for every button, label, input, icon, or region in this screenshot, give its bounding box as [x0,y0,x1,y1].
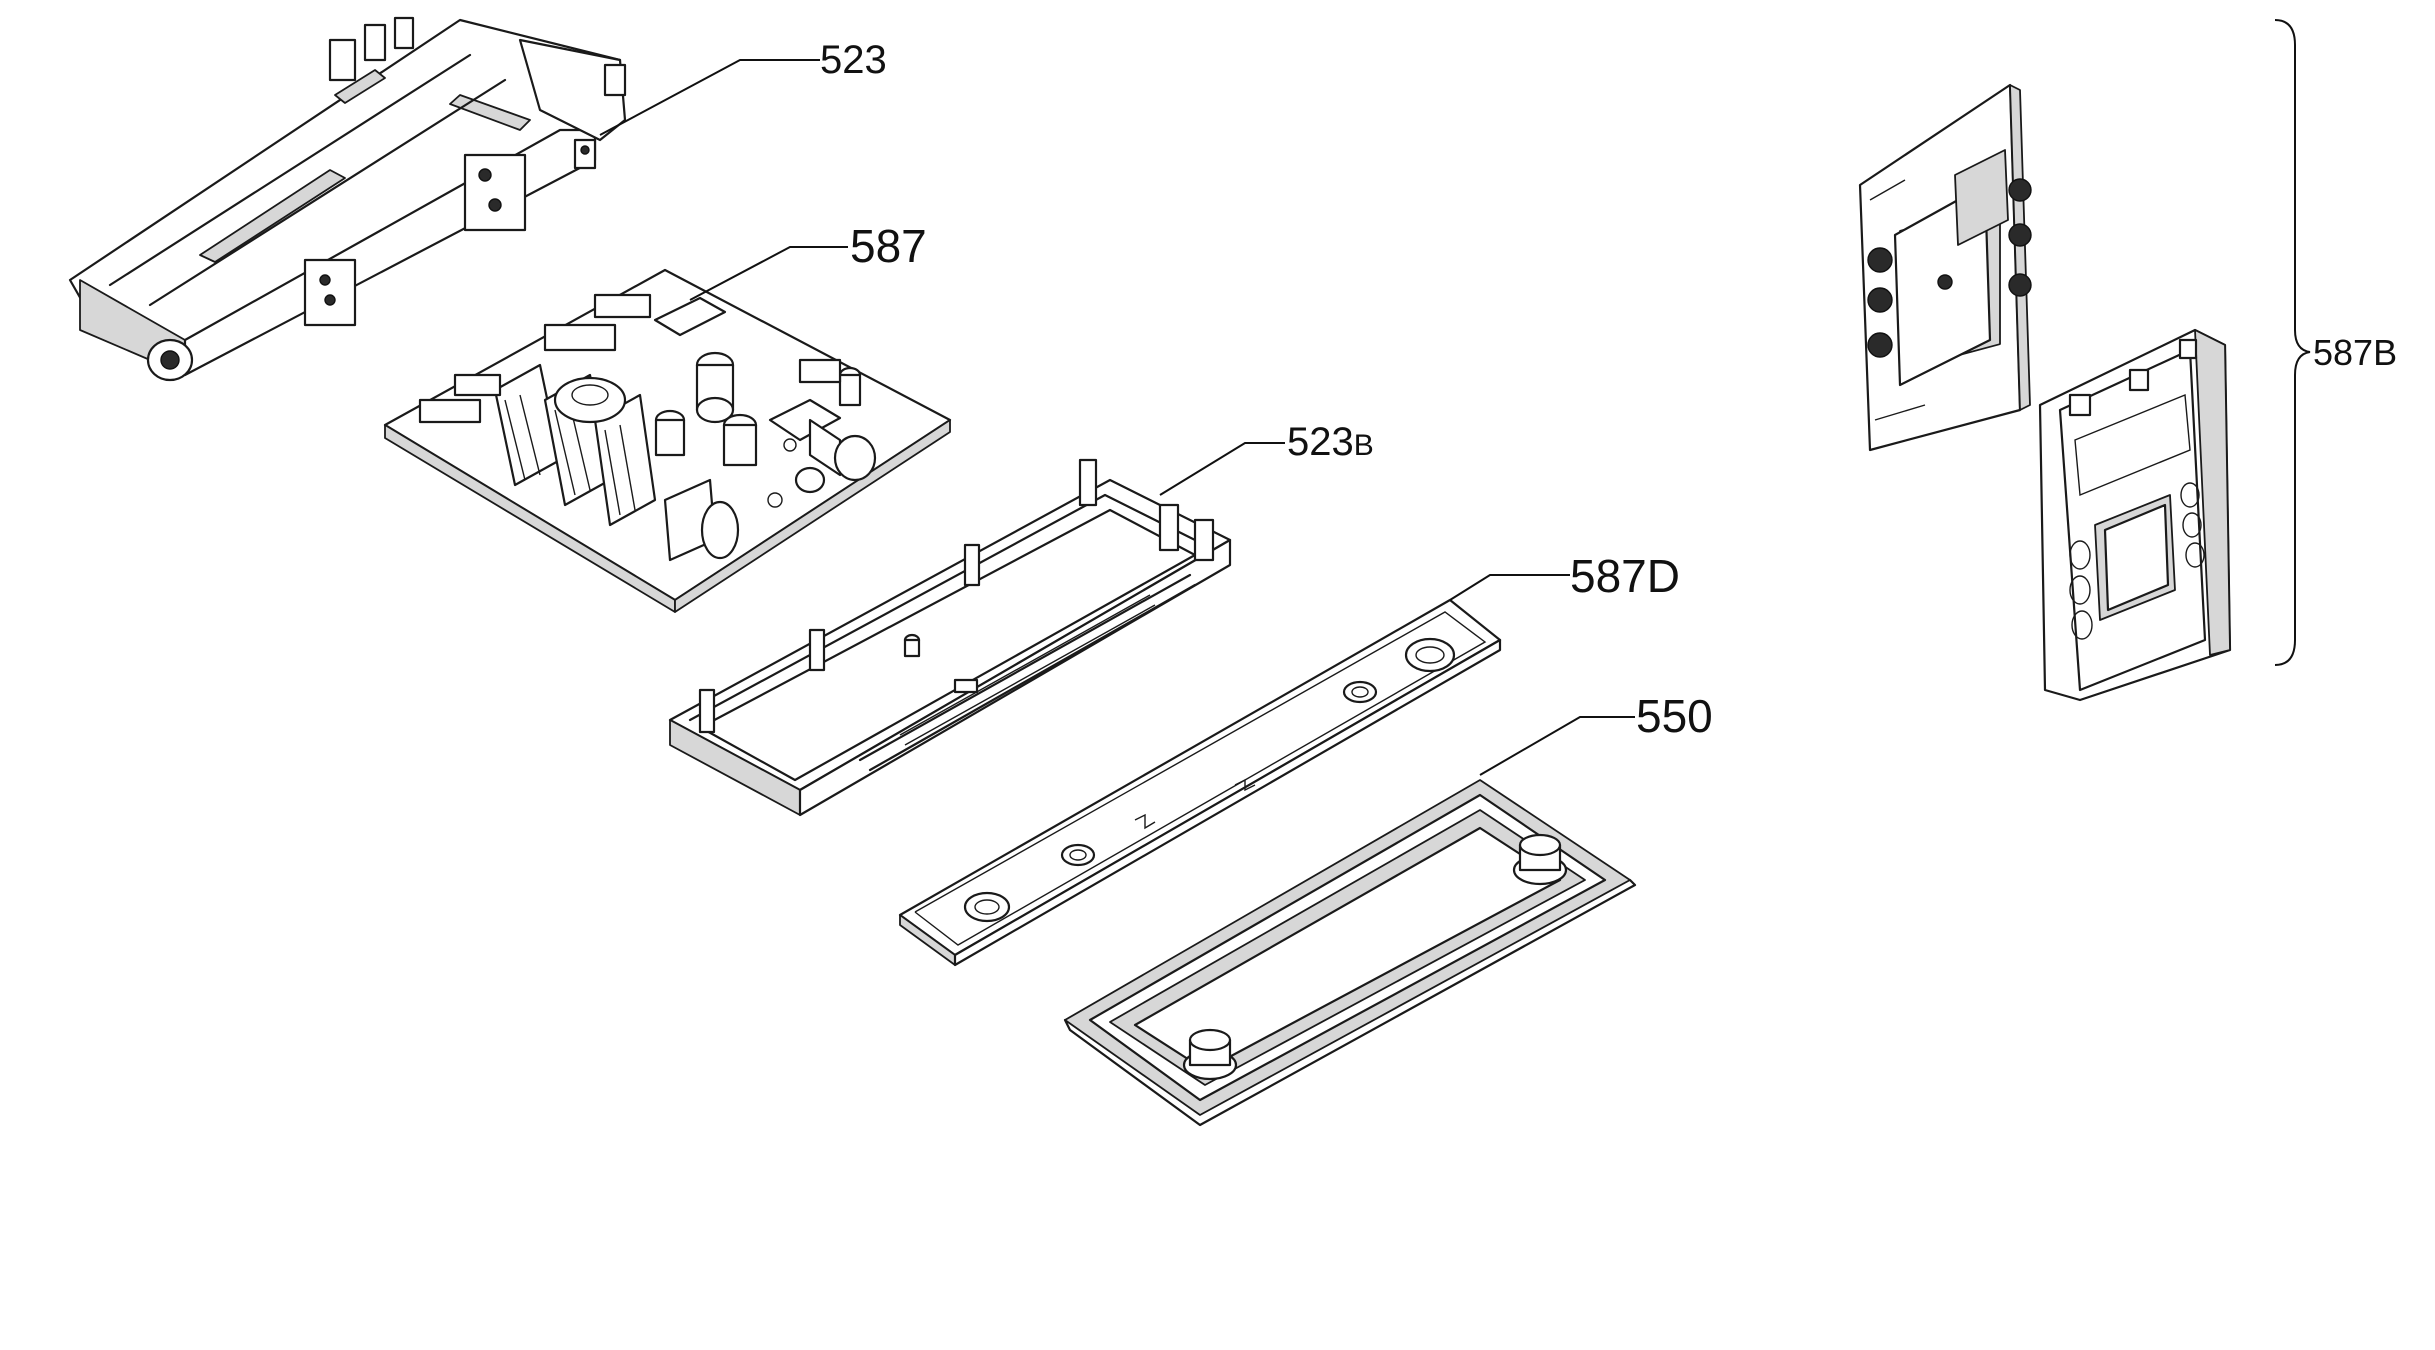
callout-587: 587 [850,220,927,272]
callout-587b: 587B [2313,332,2397,373]
part-523b-tray [668,458,1232,817]
leader-523 [599,59,820,136]
leader-523b [1159,442,1285,496]
part-587b-control-board [1858,83,2032,452]
callout-587d: 587D [1570,550,1680,602]
callout-550: 550 [1636,690,1713,742]
leader-587 [689,246,848,301]
callout-523: 523 [820,38,887,82]
callout-523b: 523B [1287,420,1374,464]
part-587b-display-frame [2038,328,2232,702]
part-523-housing [68,16,627,382]
leader-587d [1449,574,1570,601]
leader-550 [1479,716,1635,776]
callout-523b-suffix: B [1354,429,1374,462]
part-587-circuit-board [383,268,952,613]
part-587d-membrane [898,598,1502,967]
callout-523b-main: 523 [1287,420,1354,464]
control-board-knobs [1867,178,2032,358]
part-550-frame [1063,779,1637,1127]
group-brace-587b [2274,19,2311,666]
